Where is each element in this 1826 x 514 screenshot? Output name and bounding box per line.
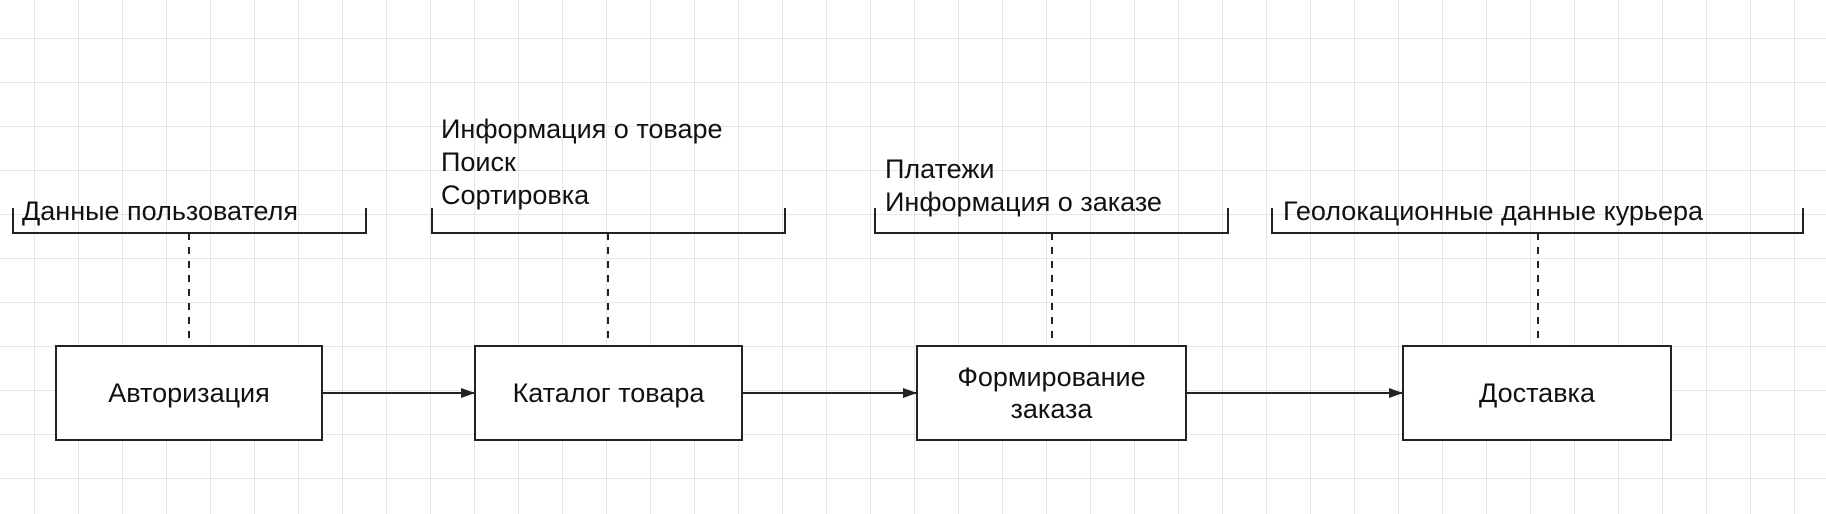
note-line: Информация о товаре xyxy=(441,114,723,144)
note-user-data: Данные пользователя xyxy=(22,195,298,228)
node-label: Доставка xyxy=(1479,378,1595,408)
node-authorization: Авторизация xyxy=(55,345,323,441)
node-order-formation: Формирование заказа xyxy=(916,345,1187,441)
node-label: Авторизация xyxy=(108,378,270,408)
note-line: Информация о заказе xyxy=(885,187,1162,217)
note-line: Поиск xyxy=(441,147,516,177)
note-delivery: Геолокационные данные курьера xyxy=(1283,195,1703,228)
node-delivery: Доставка xyxy=(1402,345,1672,441)
note-line: Геолокационные данные курьера xyxy=(1283,196,1704,226)
node-label: Формирование заказа xyxy=(957,362,1146,424)
note-line: Сортировка xyxy=(441,180,590,210)
node-label: Каталог товара xyxy=(512,378,705,408)
node-catalog: Каталог товара xyxy=(474,345,743,441)
note-line: Платежи xyxy=(885,154,995,184)
note-catalog: Информация о товаре Поиск Сортировка xyxy=(441,113,723,212)
note-order: Платежи Информация о заказе xyxy=(885,153,1162,219)
note-line: Данные пользователя xyxy=(22,196,299,226)
